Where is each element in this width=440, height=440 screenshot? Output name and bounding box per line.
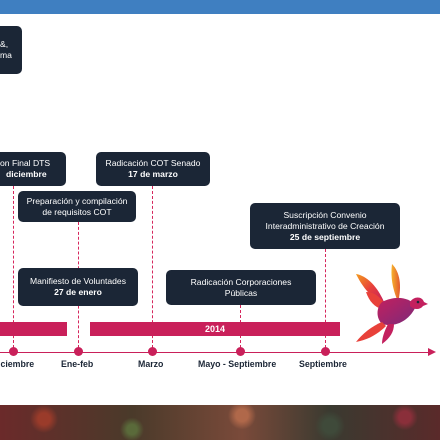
milestone-top-left: &, ma [0, 26, 22, 74]
milestone-suscripcion-date: 25 de septiembre [289, 231, 361, 242]
milestone-manifiesto: Manifiesto de Voluntades 27 de enero [18, 268, 138, 306]
timeline-dot-septiembre [321, 347, 330, 356]
date-label-ene-feb: Ene-feb [61, 359, 94, 369]
timeline-dot-mayo-septiembre [236, 347, 245, 356]
milestone-preparacion: Preparación y compilación de requisitos … [18, 191, 136, 222]
timeline-dot-ene-feb [74, 347, 83, 356]
timeline-axis [0, 352, 430, 353]
milestone-senado-date: 17 de marzo [128, 169, 178, 179]
timeline-bar-2014: 2014 [90, 322, 340, 336]
connector-final-dts [13, 186, 14, 348]
date-label-mayo-septiembre: Mayo - Septiembre [198, 359, 277, 369]
milestone-corporaciones-line-2: Públicas [224, 287, 258, 298]
dove-icon [356, 264, 428, 344]
date-label-septiembre: Septiembre [299, 359, 347, 369]
milestone-corporaciones-line-1: Radicación Corporaciones [190, 276, 292, 287]
connector-suscripcion [325, 249, 326, 348]
date-label-diciembre: iciembre [0, 359, 35, 369]
milestone-manifiesto-date: 27 de enero [54, 287, 102, 297]
milestone-top-left-line-2: ma [0, 50, 12, 60]
milestone-corporaciones: Radicación Corporaciones Públicas [166, 270, 316, 305]
top-banner [0, 0, 440, 14]
milestone-radicacion-senado: Radicación COT Senado 17 de marzo [96, 152, 210, 186]
milestone-preparacion-line-1: Preparación y compilación [26, 195, 128, 206]
milestone-final-dts-title: on Final DTS [0, 158, 51, 168]
milestone-suscripcion: Suscripción Convenio Interadministrativo… [250, 203, 400, 249]
milestone-final-dts-date: diciembre [6, 169, 47, 179]
milestone-manifiesto-title: Manifiesto de Voluntades [29, 276, 127, 286]
milestone-preparacion-line-2: de requisitos COT [42, 206, 112, 217]
milestone-top-left-line-1: &, [0, 39, 9, 49]
date-label-marzo: Marzo [138, 359, 164, 369]
milestone-suscripcion-line-2: Interadministrativo de Creación [265, 220, 385, 231]
milestone-senado-title: Radicación COT Senado [105, 158, 201, 168]
timeline-dot-marzo [148, 347, 157, 356]
timeline-arrow-icon [428, 348, 436, 356]
milestone-final-dts: on Final DTS diciembre [0, 152, 66, 186]
timeline-bar-2013 [0, 322, 67, 336]
bottom-photo-strip [0, 405, 440, 440]
timeline-dot-diciembre [9, 347, 18, 356]
timeline-year-label: 2014 [204, 324, 226, 334]
milestone-suscripcion-line-1: Suscripción Convenio [283, 209, 367, 220]
connector-senado [152, 186, 153, 348]
